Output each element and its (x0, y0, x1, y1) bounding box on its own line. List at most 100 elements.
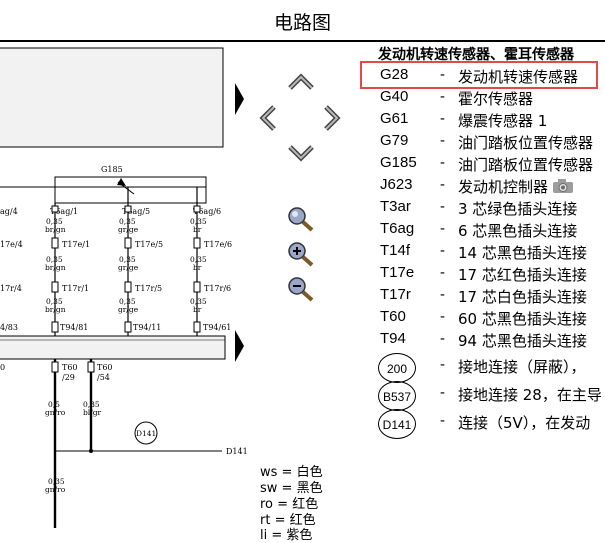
ground-symbol: D141 (378, 409, 416, 439)
legend-dash: - (440, 66, 445, 83)
connector-label: T60 (97, 363, 113, 372)
bottom-left-label: 0 (0, 363, 5, 372)
legend-code: T94 (380, 330, 406, 347)
wire-color-name: 红色 (292, 497, 319, 512)
pan-right-icon[interactable] (322, 103, 342, 133)
connector-pin (51, 361, 59, 373)
legend-desc: 连接（5V），在发动 (458, 414, 591, 432)
wire-color-item: ws = 白色 (260, 465, 323, 480)
d141-bus-label: D141 (226, 447, 248, 456)
wire-color-code: sw (260, 481, 278, 496)
wire-color-code: rt (260, 513, 271, 528)
pan-up-icon[interactable] (286, 72, 316, 92)
legend-item-g40[interactable]: G40 - 霍尔传感器 (378, 88, 605, 110)
legend-item-t60[interactable]: T60 - 60 芯黑色插头连接 (378, 308, 605, 330)
legend-desc: 17 芯红色插头连接 (458, 266, 587, 284)
legend-code: G185 (380, 154, 417, 171)
connector-row-1: ag/4 T6ag/1 T6ag/5 T6ag/6 (0, 205, 221, 216)
legend-dash: - (440, 220, 445, 237)
legend-header: 发动机转速传感器、霍耳传感器 (378, 47, 574, 63)
wire-color-name: 红色 (289, 513, 316, 528)
wire-color: gn/ro (45, 408, 66, 417)
connector-label: 4/83 (0, 323, 18, 332)
g185-box (54, 176, 207, 204)
legend-dash: - (440, 308, 445, 325)
wire-spec-row-1: 0,35 br/gn 0,35 gr/ge 0,35 br (45, 217, 207, 234)
legend-item-t17r[interactable]: T17r - 17 芯白色插头连接 (378, 286, 605, 308)
connector-label: T17e/5 (135, 240, 163, 249)
d141-node-label: D141 (136, 429, 156, 438)
connector-pin (51, 237, 59, 249)
legend-item-ground-b537[interactable]: B537 - 接地连接 28，在主导 (378, 381, 605, 411)
circuit-diagram[interactable]: G185 ag/4 T6ag/1 T6ag/5 T6ag/6 0,35 br/g… (0, 42, 252, 528)
g185-wiper-tip (117, 178, 126, 186)
legend-item-t94[interactable]: T94 - 94 芯黑色插头连接 (378, 330, 605, 352)
page-title: 电路图 (273, 12, 331, 34)
wire-color: br (193, 263, 202, 272)
connector-label: T17e/6 (204, 240, 232, 249)
legend-desc: 爆震传感器 1 (458, 112, 548, 130)
zoom-fit-icon[interactable] (286, 205, 316, 233)
legend-code: G40 (380, 88, 409, 105)
wire-color-code: ro (260, 497, 274, 512)
wire-color-item: li = 紫色 (260, 528, 313, 543)
connector-label: 17r/4 (0, 284, 22, 293)
legend-desc: 14 芯黑色插头连接 (458, 244, 587, 262)
wire-size: 0,35 (190, 217, 207, 226)
wire-color-code: li (260, 528, 268, 543)
arrow-right-lower-icon[interactable] (235, 330, 245, 362)
wire-size: 0,35 (48, 477, 65, 486)
legend-item-ground-200[interactable]: 200 - 接地连接（屏蔽）， (378, 353, 605, 383)
legend-item-g185[interactable]: G185 - 油门踏板位置传感器 (378, 154, 605, 176)
legend-item-ground-d141[interactable]: D141 - 连接（5V），在发动 (378, 409, 605, 439)
connector-label: T17r/1 (62, 284, 89, 293)
legend-code: T6ag (380, 220, 415, 237)
connector-pin (124, 237, 132, 249)
wire-size: 0,35 (46, 297, 63, 306)
wire-color: br (193, 225, 202, 234)
legend-item-t17e[interactable]: T17e - 17 芯红色插头连接 (378, 264, 605, 286)
legend-desc: 油门踏板位置传感器 (458, 156, 594, 174)
pan-down-icon[interactable] (286, 143, 316, 163)
connector-pin (51, 321, 59, 333)
legend-dash: - (440, 132, 445, 149)
junction-dot (89, 449, 93, 453)
connector-pin (124, 321, 132, 333)
legend-item-t6ag[interactable]: T6ag - 6 芯黑色插头连接 (378, 220, 605, 242)
legend-item-g28[interactable]: G28 - 发动机转速传感器 (378, 66, 605, 88)
camera-icon[interactable] (552, 178, 574, 194)
legend-item-t3ar[interactable]: T3ar - 3 芯绿色插头连接 (378, 198, 605, 220)
connector-label: T6ag/6 (193, 207, 221, 216)
pan-left-icon[interactable] (258, 103, 278, 133)
zoom-out-icon[interactable] (286, 275, 316, 303)
wire-color-name: 紫色 (286, 528, 313, 543)
wire-size: 0,5 (48, 400, 60, 409)
legend-dash: - (440, 110, 445, 127)
legend-desc: 接地连接 28，在主导 (458, 386, 602, 404)
legend-item-g61[interactable]: G61 - 爆震传感器 1 (378, 110, 605, 132)
zoom-in-icon[interactable] (286, 240, 316, 268)
legend-code: T14f (380, 242, 411, 259)
legend-code: T17e (380, 264, 415, 281)
connector-label: /54 (97, 373, 110, 382)
ground-symbol: B537 (378, 381, 416, 411)
wire-color: br/gn (45, 305, 66, 314)
legend-dash: - (440, 330, 445, 347)
component-panel (0, 47, 224, 148)
wire-size: 0,35 (119, 217, 136, 226)
legend-item-g79[interactable]: G79 - 油门踏板位置传感器 (378, 132, 605, 154)
legend-item-j623[interactable]: J623 - 发动机控制器 (378, 176, 605, 198)
title-bar: 电路图 (0, 0, 605, 42)
connector-label: T17e/1 (62, 240, 90, 249)
legend-item-t14f[interactable]: T14f - 14 芯黑色插头连接 (378, 242, 605, 264)
connector-label: T60 (62, 363, 78, 372)
wire-color-legend: ws = 白色 sw = 黑色 ro = 红色 rt = 红色 li = 紫色 (260, 461, 380, 543)
legend-dash: - (440, 176, 445, 193)
connector-label: T94/11 (133, 323, 161, 332)
legend-dash: - (440, 412, 445, 429)
arrow-right-upper-icon[interactable] (235, 83, 245, 115)
wire-color-name: 黑色 (296, 481, 323, 496)
legend-dash: - (440, 88, 445, 105)
connector-row-2: 17e/4 T17e/1 T17e/5 T17e/6 (0, 237, 232, 249)
connector-pin (87, 361, 95, 373)
